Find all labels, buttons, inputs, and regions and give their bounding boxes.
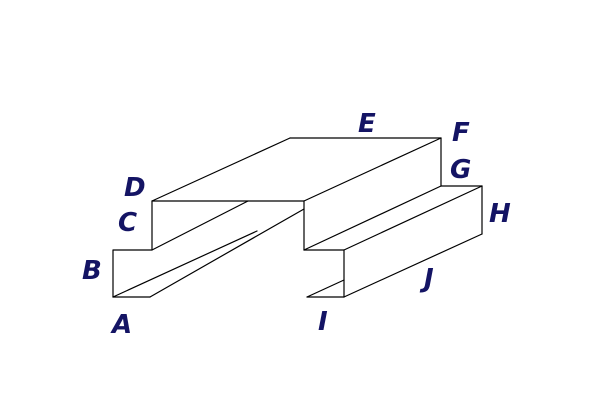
- right-bottom-short-depth-edge: [306, 279, 345, 298]
- left-depth-edge-bottom: [112, 230, 258, 298]
- web-depth-edge: [303, 185, 442, 251]
- web-inner-depth-edge: [343, 185, 483, 251]
- left-depth-edge-bottom-inner: [149, 208, 305, 298]
- label-a: A: [110, 310, 132, 340]
- label-b: B: [82, 256, 102, 286]
- right-flange-section: [306, 185, 483, 298]
- label-e: E: [358, 109, 376, 139]
- top-left-depth-edge: [151, 137, 291, 202]
- right-bottom-depth-edge: [343, 233, 483, 298]
- label-c: C: [118, 208, 137, 238]
- left-depth-edge-step: [151, 200, 249, 251]
- vertex-labels: A B C D E F G H I J: [82, 109, 511, 340]
- center-web-section: [303, 185, 483, 251]
- top-right-depth-edge: [303, 137, 442, 202]
- left-flange-section: [112, 200, 305, 298]
- left-front-outline: [112, 200, 153, 298]
- label-h: H: [489, 199, 511, 229]
- label-i: I: [318, 307, 328, 337]
- label-f: F: [452, 118, 470, 148]
- label-d: D: [124, 173, 146, 203]
- top-face-section: [151, 137, 442, 202]
- label-j: J: [419, 264, 434, 294]
- label-g: G: [450, 155, 471, 185]
